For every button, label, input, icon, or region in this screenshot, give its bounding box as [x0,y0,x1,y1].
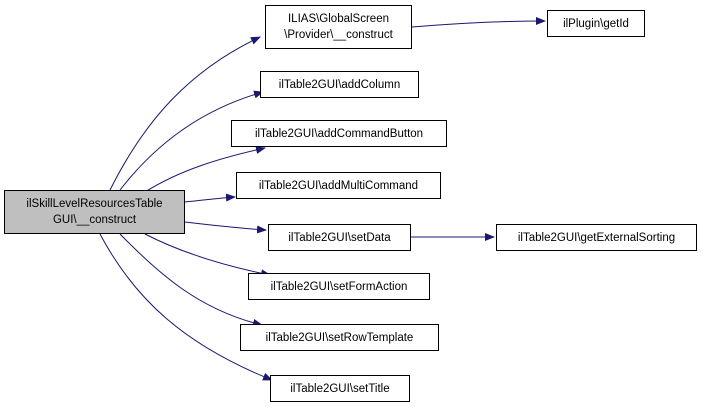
node-add-column[interactable]: ilTable2GUI\addColumn [260,71,419,98]
root-node-label-line2: GUI\__construct [52,214,137,226]
edge-root-to-provider-construct [109,36,261,191]
edge-root-to-add-multi-command [184,193,236,203]
edge-root-to-add-command-button [144,146,266,193]
node-get-external-sorting[interactable]: ilTable2GUI\getExternalSorting [496,224,697,251]
node-add-column-label: ilTable2GUI\addColumn [278,78,401,91]
node-get-external-sorting-label: ilTable2GUI\getExternalSorting [517,231,676,244]
node-add-command-button-label: ilTable2GUI\addCommandButton [254,127,424,140]
edge-root-to-set-data [184,221,267,234]
node-plugin-getid-label: ilPlugin\getId [563,17,629,30]
node-set-title[interactable]: ilTable2GUI\setTitle [270,375,410,402]
node-set-data[interactable]: ilTable2GUI\setData [268,224,411,251]
node-plugin-getid[interactable]: ilPlugin\getId [547,10,645,37]
node-set-row-template-label: ilTable2GUI\setRowTemplate [265,331,414,344]
edge-root-to-set-form-action [144,233,271,278]
node-set-form-action-label: ilTable2GUI\setFormAction [270,280,408,293]
root-node-label-line1: ilSkillLevelResourcesTable [26,198,163,210]
node-provider-construct-line1: ILIAS\GlobalScreen [287,13,389,25]
edge-root-to-set-row-template [119,233,263,327]
root-node-skill-level-resources-table-gui-construct: ilSkillLevelResourcesTable GUI\__constru… [4,190,185,234]
node-add-multi-command-label: ilTable2GUI\addMultiCommand [258,179,419,192]
node-add-command-button[interactable]: ilTable2GUI\addCommandButton [231,120,447,147]
node-provider-construct-line2: \Provider\__construct [284,29,393,41]
node-set-data-label: ilTable2GUI\setData [288,231,391,244]
node-set-row-template[interactable]: ilTable2GUI\setRowTemplate [240,324,439,351]
edge-root-to-set-title [99,233,273,381]
edge-provider-to-getid [411,17,546,28]
node-add-multi-command[interactable]: ilTable2GUI\addMultiCommand [236,172,441,199]
node-set-form-action[interactable]: ilTable2GUI\setFormAction [248,273,430,300]
node-set-title-label: ilTable2GUI\setTitle [290,382,390,395]
edge-root-to-add-column [119,90,264,191]
node-provider-construct[interactable]: ILIAS\GlobalScreen \Provider\__construct [265,5,412,49]
